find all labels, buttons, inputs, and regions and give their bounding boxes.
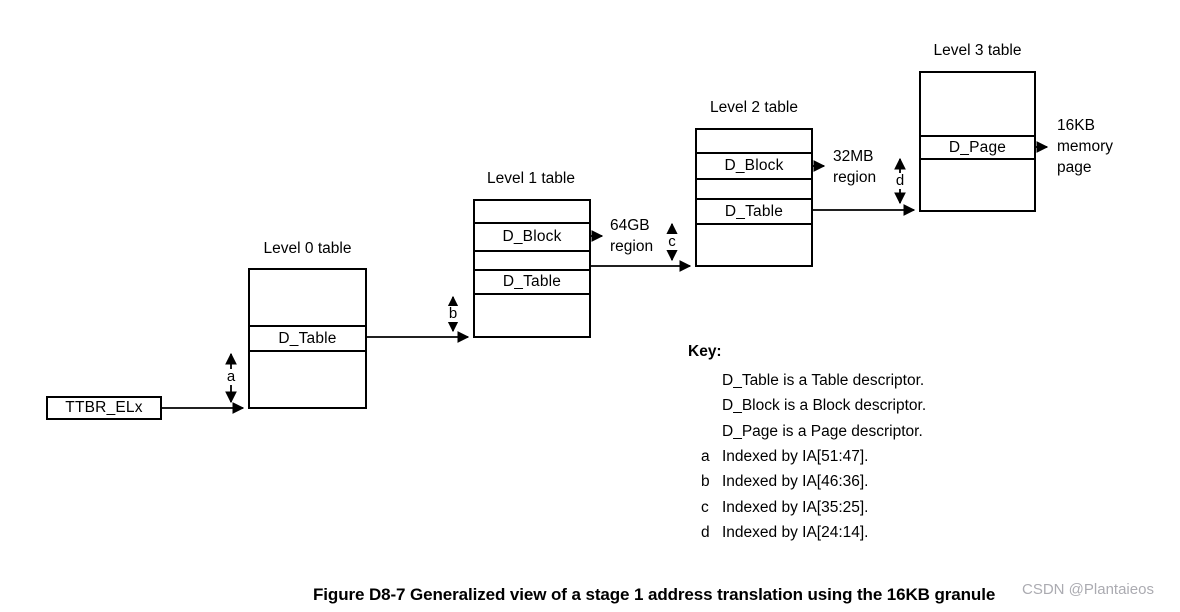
d-block-label: D_Block — [724, 157, 784, 174]
ttbr-register-box: TTBR_ELx — [46, 396, 162, 420]
watermark-text: CSDN @Plantaieos — [1022, 581, 1154, 598]
region-label-16kb-memory-page: 16KB memory page — [1057, 115, 1113, 178]
key-indexed-line: a Indexed by IA[51:47]. — [701, 444, 869, 469]
empty-entry-row — [697, 225, 811, 265]
empty-entry-row — [475, 252, 589, 271]
level3-table-title: Level 3 table — [933, 42, 1022, 59]
d-table-cell: D_Table — [475, 271, 589, 295]
index-letter-a: a — [224, 369, 238, 385]
empty-entry-row — [697, 180, 811, 200]
index-letter-b: b — [446, 306, 460, 322]
empty-entry-row — [475, 201, 589, 224]
level0-table-title: Level 0 table — [263, 240, 352, 257]
region-label-64gb: 64GB region — [610, 215, 653, 257]
key-index-letter: c — [701, 498, 709, 516]
d-block-label: D_Block — [502, 228, 562, 245]
key-index-text: Indexed by IA[35:25]. — [722, 498, 869, 516]
empty-entry-row — [250, 270, 365, 327]
d-table-cell: D_Table — [697, 200, 811, 225]
region-line: region — [833, 169, 877, 186]
d-block-cell: D_Block — [697, 154, 811, 180]
d-block-cell: D_Block — [475, 224, 589, 252]
key-index-text: Indexed by IA[51:47]. — [722, 448, 869, 465]
empty-entry-row — [921, 160, 1034, 210]
empty-entry-row — [921, 73, 1034, 137]
empty-entry-row — [697, 130, 811, 154]
key-indexed-line: b Indexed by IA[46:36]. — [701, 469, 869, 494]
figure-caption: Figure D8-7 Generalized view of a stage … — [313, 585, 996, 604]
region-line: page — [1057, 159, 1092, 176]
d-table-label: D_Table — [502, 273, 562, 290]
d-table-label: D_Table — [724, 202, 784, 220]
ttbr-label: TTBR_ELx — [65, 399, 143, 416]
d-page-label: D_Page — [948, 138, 1007, 156]
key-index-letter: a — [701, 448, 710, 465]
d-table-label: D_Table — [278, 329, 337, 347]
d-page-cell: D_Page — [921, 137, 1034, 160]
region-label-32mb: 32MB region — [833, 146, 876, 188]
region-line: 16KB — [1057, 117, 1095, 134]
level0-table: D_Table — [248, 268, 367, 409]
index-letter-c: c — [665, 234, 679, 250]
index-letter-d: d — [893, 173, 907, 189]
key-title: Key: — [688, 343, 722, 360]
empty-entry-row — [250, 352, 365, 407]
level1-table: D_Block D_Table — [473, 199, 591, 338]
empty-entry-row — [475, 295, 589, 336]
key-index-letter: b — [701, 473, 710, 491]
key-indexed-line: d Indexed by IA[24:14]. — [701, 520, 869, 545]
level3-table: D_Page — [919, 71, 1036, 212]
key-index-text: Indexed by IA[24:14]. — [722, 523, 869, 541]
level2-table: D_Block D_Table — [695, 128, 813, 267]
key-index-letter: d — [701, 523, 710, 541]
level1-table-title: Level 1 table — [487, 170, 575, 187]
key-descriptor-line: D_Table is a Table descriptor. — [722, 372, 925, 389]
region-line: memory — [1057, 138, 1113, 155]
key-indexed-list: a Indexed by IA[51:47]. b Indexed by IA[46… — [701, 444, 869, 545]
key-descriptor-list: D_Table is a Table descriptor. D_Block i… — [722, 368, 926, 444]
region-line: region — [610, 238, 654, 255]
level2-table-title: Level 2 table — [710, 99, 798, 116]
key-index-text: Indexed by IA[46:36]. — [722, 473, 869, 491]
region-line: 32MB — [833, 148, 874, 165]
region-line: 64GB — [610, 217, 650, 234]
key-indexed-line: c Indexed by IA[35:25]. — [701, 495, 869, 520]
key-descriptor-line: D_Block is a Block descriptor. — [722, 397, 927, 415]
d-table-cell: D_Table — [250, 327, 365, 352]
key-descriptor-line: D_Page is a Page descriptor. — [722, 422, 923, 440]
